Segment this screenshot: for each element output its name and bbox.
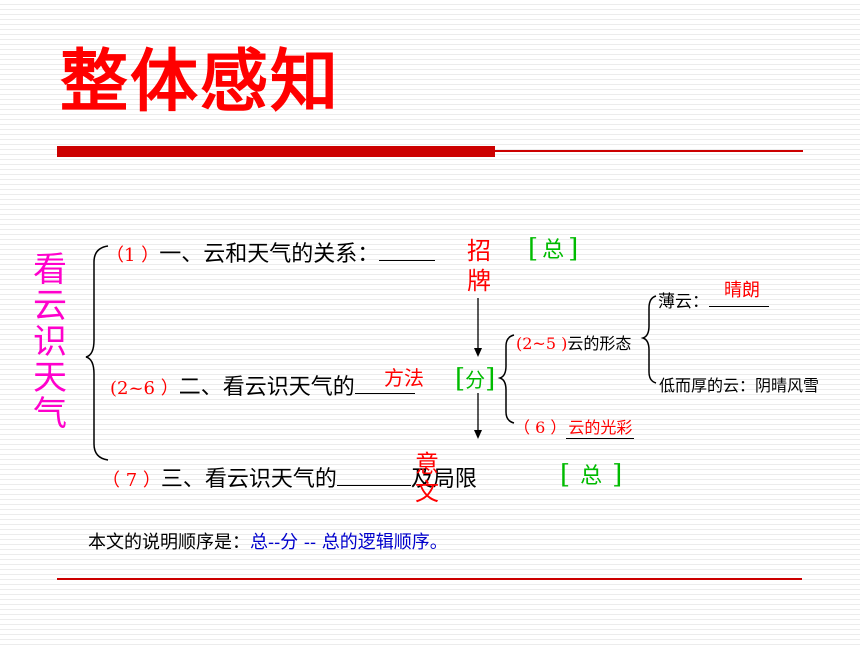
bracket-right: ] <box>612 460 623 490</box>
vertical-title-char: 看 <box>33 250 67 290</box>
row2-number: (2~6 ） <box>110 378 179 399</box>
sub-branch-1: (2~5 )云的形态 <box>516 330 631 354</box>
row3-answer: 意 文 <box>412 450 442 506</box>
sub-branch-2: （ 6 ）云的光彩 <box>514 414 635 439</box>
row3: （ 7 ）三、看云识天气的 及局限 <box>102 461 477 493</box>
main-brace <box>85 245 109 461</box>
subsub-branch-a: 薄云： <box>658 286 769 312</box>
tag-text: 分 <box>465 368 486 392</box>
summary-order: 总--分 -- 总的逻辑顺序。 <box>250 532 448 553</box>
row1-text: 一、云和天气的关系： <box>159 242 380 267</box>
row2-blank <box>354 371 415 394</box>
sub-brace <box>497 334 515 424</box>
row1-tag: [总] <box>528 232 578 264</box>
arrow-head-1 <box>474 348 482 357</box>
row2: (2~6 ）二、看云识天气的 <box>110 369 415 401</box>
subsub-branch-b: 低而厚的云：阴晴风雪 <box>659 372 819 396</box>
row2-text: 二、看云识天气的 <box>178 375 355 400</box>
subsub-a-label: 薄云： <box>658 292 709 312</box>
row1: （1 ）一、云和天气的关系： <box>106 236 436 268</box>
row3-text: 三、看云识天气的 <box>160 467 337 492</box>
row3-blank <box>336 463 411 486</box>
row1-number: （1 ） <box>106 245 160 266</box>
row1-blank <box>379 238 436 261</box>
subsub-b-label: 低而厚的云： <box>659 376 756 395</box>
vertical-title-char: 天 <box>33 358 67 398</box>
row3-tag: [ 总] <box>560 458 622 490</box>
row3-answer-char: 意 <box>415 450 439 478</box>
bracket-right: ] <box>485 364 496 394</box>
row1-answer: 招 牌 <box>464 236 494 296</box>
vertical-title: 看 云 识 天 气 <box>30 252 70 432</box>
title-underline-thin <box>495 150 803 152</box>
subsub-a-answer: 晴朗 <box>724 280 760 301</box>
arrow-head-2 <box>474 430 482 439</box>
bracket-left: [ <box>560 460 571 490</box>
bracket-right: ] <box>568 234 579 264</box>
vertical-title-char: 气 <box>33 394 67 434</box>
summary-lead: 本文的说明顺序是： <box>88 532 250 553</box>
sub1-number: (2~5 ) <box>516 334 568 353</box>
subsub-a-blank <box>709 286 769 307</box>
row3-answer-char: 文 <box>415 478 439 506</box>
vertical-title-char: 云 <box>33 286 67 326</box>
sub2-number: （ 6 ） <box>514 418 567 437</box>
subsub-brace <box>640 295 657 384</box>
row1-answer-char: 牌 <box>467 267 491 295</box>
sub2-text: 云的光彩 <box>566 414 635 439</box>
bracket-left: [ <box>528 234 539 264</box>
bracket-left: [ <box>455 364 466 394</box>
tag-text: 总 <box>542 238 565 263</box>
summary: 本文的说明顺序是：总--分 -- 总的逻辑顺序。 <box>88 528 448 554</box>
sub1-text: 云的形态 <box>567 334 632 353</box>
row3-number: （ 7 ） <box>102 470 161 491</box>
vertical-title-char: 识 <box>33 322 67 362</box>
bottom-divider <box>57 578 802 580</box>
tag-text: 总 <box>580 464 603 489</box>
row1-answer-char: 招 <box>467 237 491 265</box>
subsub-b-answer: 阴晴风雪 <box>755 376 820 395</box>
row2-tag: [分] <box>455 364 495 394</box>
row2-answer: 方法 <box>384 366 424 390</box>
page-title: 整体感知 <box>60 42 341 122</box>
title-underline-thick <box>57 146 495 157</box>
row3-suffix: 及局限 <box>410 467 477 492</box>
